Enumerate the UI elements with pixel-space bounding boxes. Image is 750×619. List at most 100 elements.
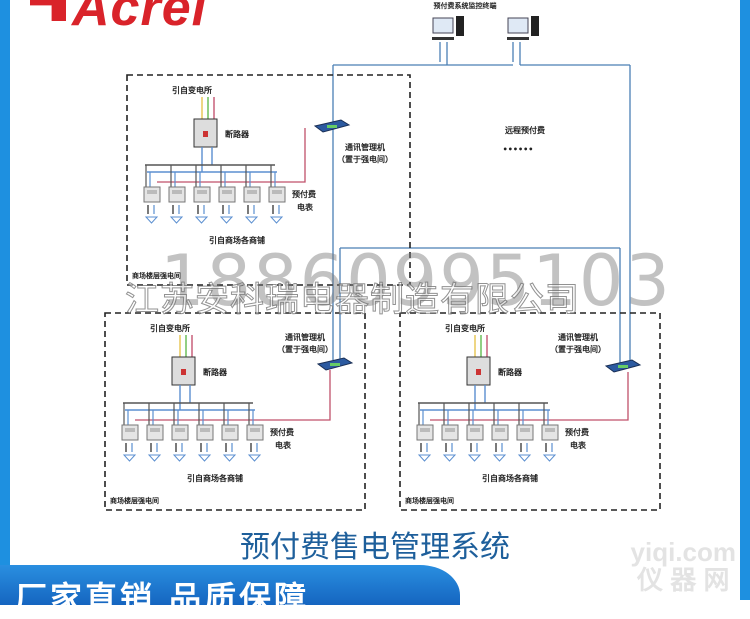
load-triangle-icon — [269, 216, 284, 224]
load-triangle-icon — [517, 454, 532, 462]
breaker-label: 断路器 — [225, 129, 250, 139]
comm-label: 通讯管理机 — [345, 142, 385, 152]
promo-banner: 厂家直销 品质保障 — [0, 565, 460, 617]
comm-label: 通讯管理机 — [558, 332, 598, 342]
meter-display — [470, 428, 480, 432]
diagram-title: 预付费售电管理系统 — [240, 530, 510, 565]
tower — [531, 16, 539, 36]
comm-label: （置于强电间） — [337, 154, 393, 164]
room-label: 商场楼层强电间 — [110, 496, 159, 505]
load-triangle-icon — [219, 216, 234, 224]
room-label: 商场楼层强电间 — [132, 271, 181, 280]
device-port — [327, 125, 337, 128]
left-border — [0, 0, 10, 600]
computer-icon-2 — [507, 16, 539, 40]
meter-label: 预付费 — [270, 427, 294, 437]
prepaid-meter-icon — [516, 424, 534, 441]
rs485-line — [157, 128, 306, 183]
device-port — [618, 365, 628, 368]
meter-display — [125, 428, 135, 432]
shops-label: 引自商场各商铺 — [187, 473, 243, 483]
meter-label: 电表 — [570, 440, 587, 450]
meter-display — [147, 190, 157, 194]
remote-label: 远程预付费 — [505, 125, 545, 135]
source-label: 引自变电所 — [172, 85, 212, 95]
banner-text: 厂家直销 品质保障 — [15, 579, 310, 617]
meter-display — [225, 428, 235, 432]
meter-display — [272, 190, 282, 194]
load-triangle-icon — [222, 454, 237, 462]
monitor — [507, 17, 529, 34]
load-triangle-icon — [122, 454, 137, 462]
prepaid-meter-icon — [268, 186, 286, 203]
prepaid-meter-icon — [218, 186, 236, 203]
load-triangle-icon — [442, 454, 457, 462]
comm-manager-icon-1 — [313, 119, 351, 133]
more-dots: •••••• — [503, 145, 534, 154]
prepaid-meter-icon — [221, 424, 239, 441]
room-label: 商场楼层强电间 — [405, 496, 454, 505]
load-triangle-icon — [492, 454, 507, 462]
load-triangle-icon — [194, 216, 209, 224]
system-diagram: 预付费系统监控终端远程预付费••••••引自变电所断路器预付费电表引自商场各商铺… — [104, 1, 661, 511]
comm-manager-icon-2 — [316, 357, 354, 371]
prepaid-meter-icon — [441, 424, 459, 441]
meter-display — [200, 428, 210, 432]
load-triangle-icon — [244, 216, 259, 224]
zone-2-boundary — [104, 312, 366, 511]
tower — [456, 16, 464, 36]
shops-label: 引自商场各商铺 — [209, 235, 265, 245]
keyboard — [432, 37, 454, 40]
meter-display — [445, 428, 455, 432]
prepaid-meter-icon — [243, 186, 261, 203]
breaker-handle — [203, 131, 208, 137]
prepaid-meter-icon — [466, 424, 484, 441]
load-triangle-icon — [247, 454, 262, 462]
meter-display — [250, 428, 260, 432]
load-triangle-icon — [542, 454, 557, 462]
prepaid-meter-icon — [246, 424, 264, 441]
meter-display — [222, 190, 232, 194]
prepaid-meter-icon — [541, 424, 559, 441]
breaker-label: 断路器 — [203, 367, 228, 377]
prepaid-meter-icon — [168, 186, 186, 203]
prepaid-meter-icon — [146, 424, 164, 441]
breaker-handle — [476, 369, 481, 375]
prepaid-meter-icon — [121, 424, 139, 441]
prepaid-meter-icon — [416, 424, 434, 441]
computer-icon-1 — [432, 16, 464, 40]
meter-display — [197, 190, 207, 194]
zone-1-boundary — [126, 74, 411, 286]
comm-label: （置于强电间） — [277, 344, 333, 354]
device-port — [330, 363, 340, 366]
meter-display — [172, 190, 182, 194]
keyboard — [507, 37, 529, 40]
rs485-line — [430, 372, 629, 421]
meter-label: 预付费 — [565, 427, 589, 437]
meter-display — [175, 428, 185, 432]
prepaid-meter-icon — [171, 424, 189, 441]
meter-display — [520, 428, 530, 432]
watermark-phone: 18860995103 — [160, 240, 672, 322]
load-triangle-icon — [467, 454, 482, 462]
comm-manager-icon-3 — [604, 359, 642, 373]
load-triangle-icon — [147, 454, 162, 462]
meter-display — [150, 428, 160, 432]
monitor-label: 预付费系统监控终端 — [434, 1, 497, 10]
meter-display — [495, 428, 505, 432]
zone-3-boundary — [399, 312, 661, 511]
rs485-line — [135, 370, 331, 421]
source-label: 引自变电所 — [150, 323, 190, 333]
watermark-company: 江苏安科瑞电器制造有限公司 — [125, 280, 580, 321]
meter-display — [247, 190, 257, 194]
shops-label: 引自商场各商铺 — [482, 473, 538, 483]
prepaid-meter-icon — [143, 186, 161, 203]
right-border — [740, 0, 750, 600]
prepaid-meter-icon — [491, 424, 509, 441]
load-triangle-icon — [197, 454, 212, 462]
load-triangle-icon — [169, 216, 184, 224]
meter-label: 电表 — [297, 202, 314, 212]
comm-label: 通讯管理机 — [285, 332, 325, 342]
meter-label: 电表 — [275, 440, 292, 450]
